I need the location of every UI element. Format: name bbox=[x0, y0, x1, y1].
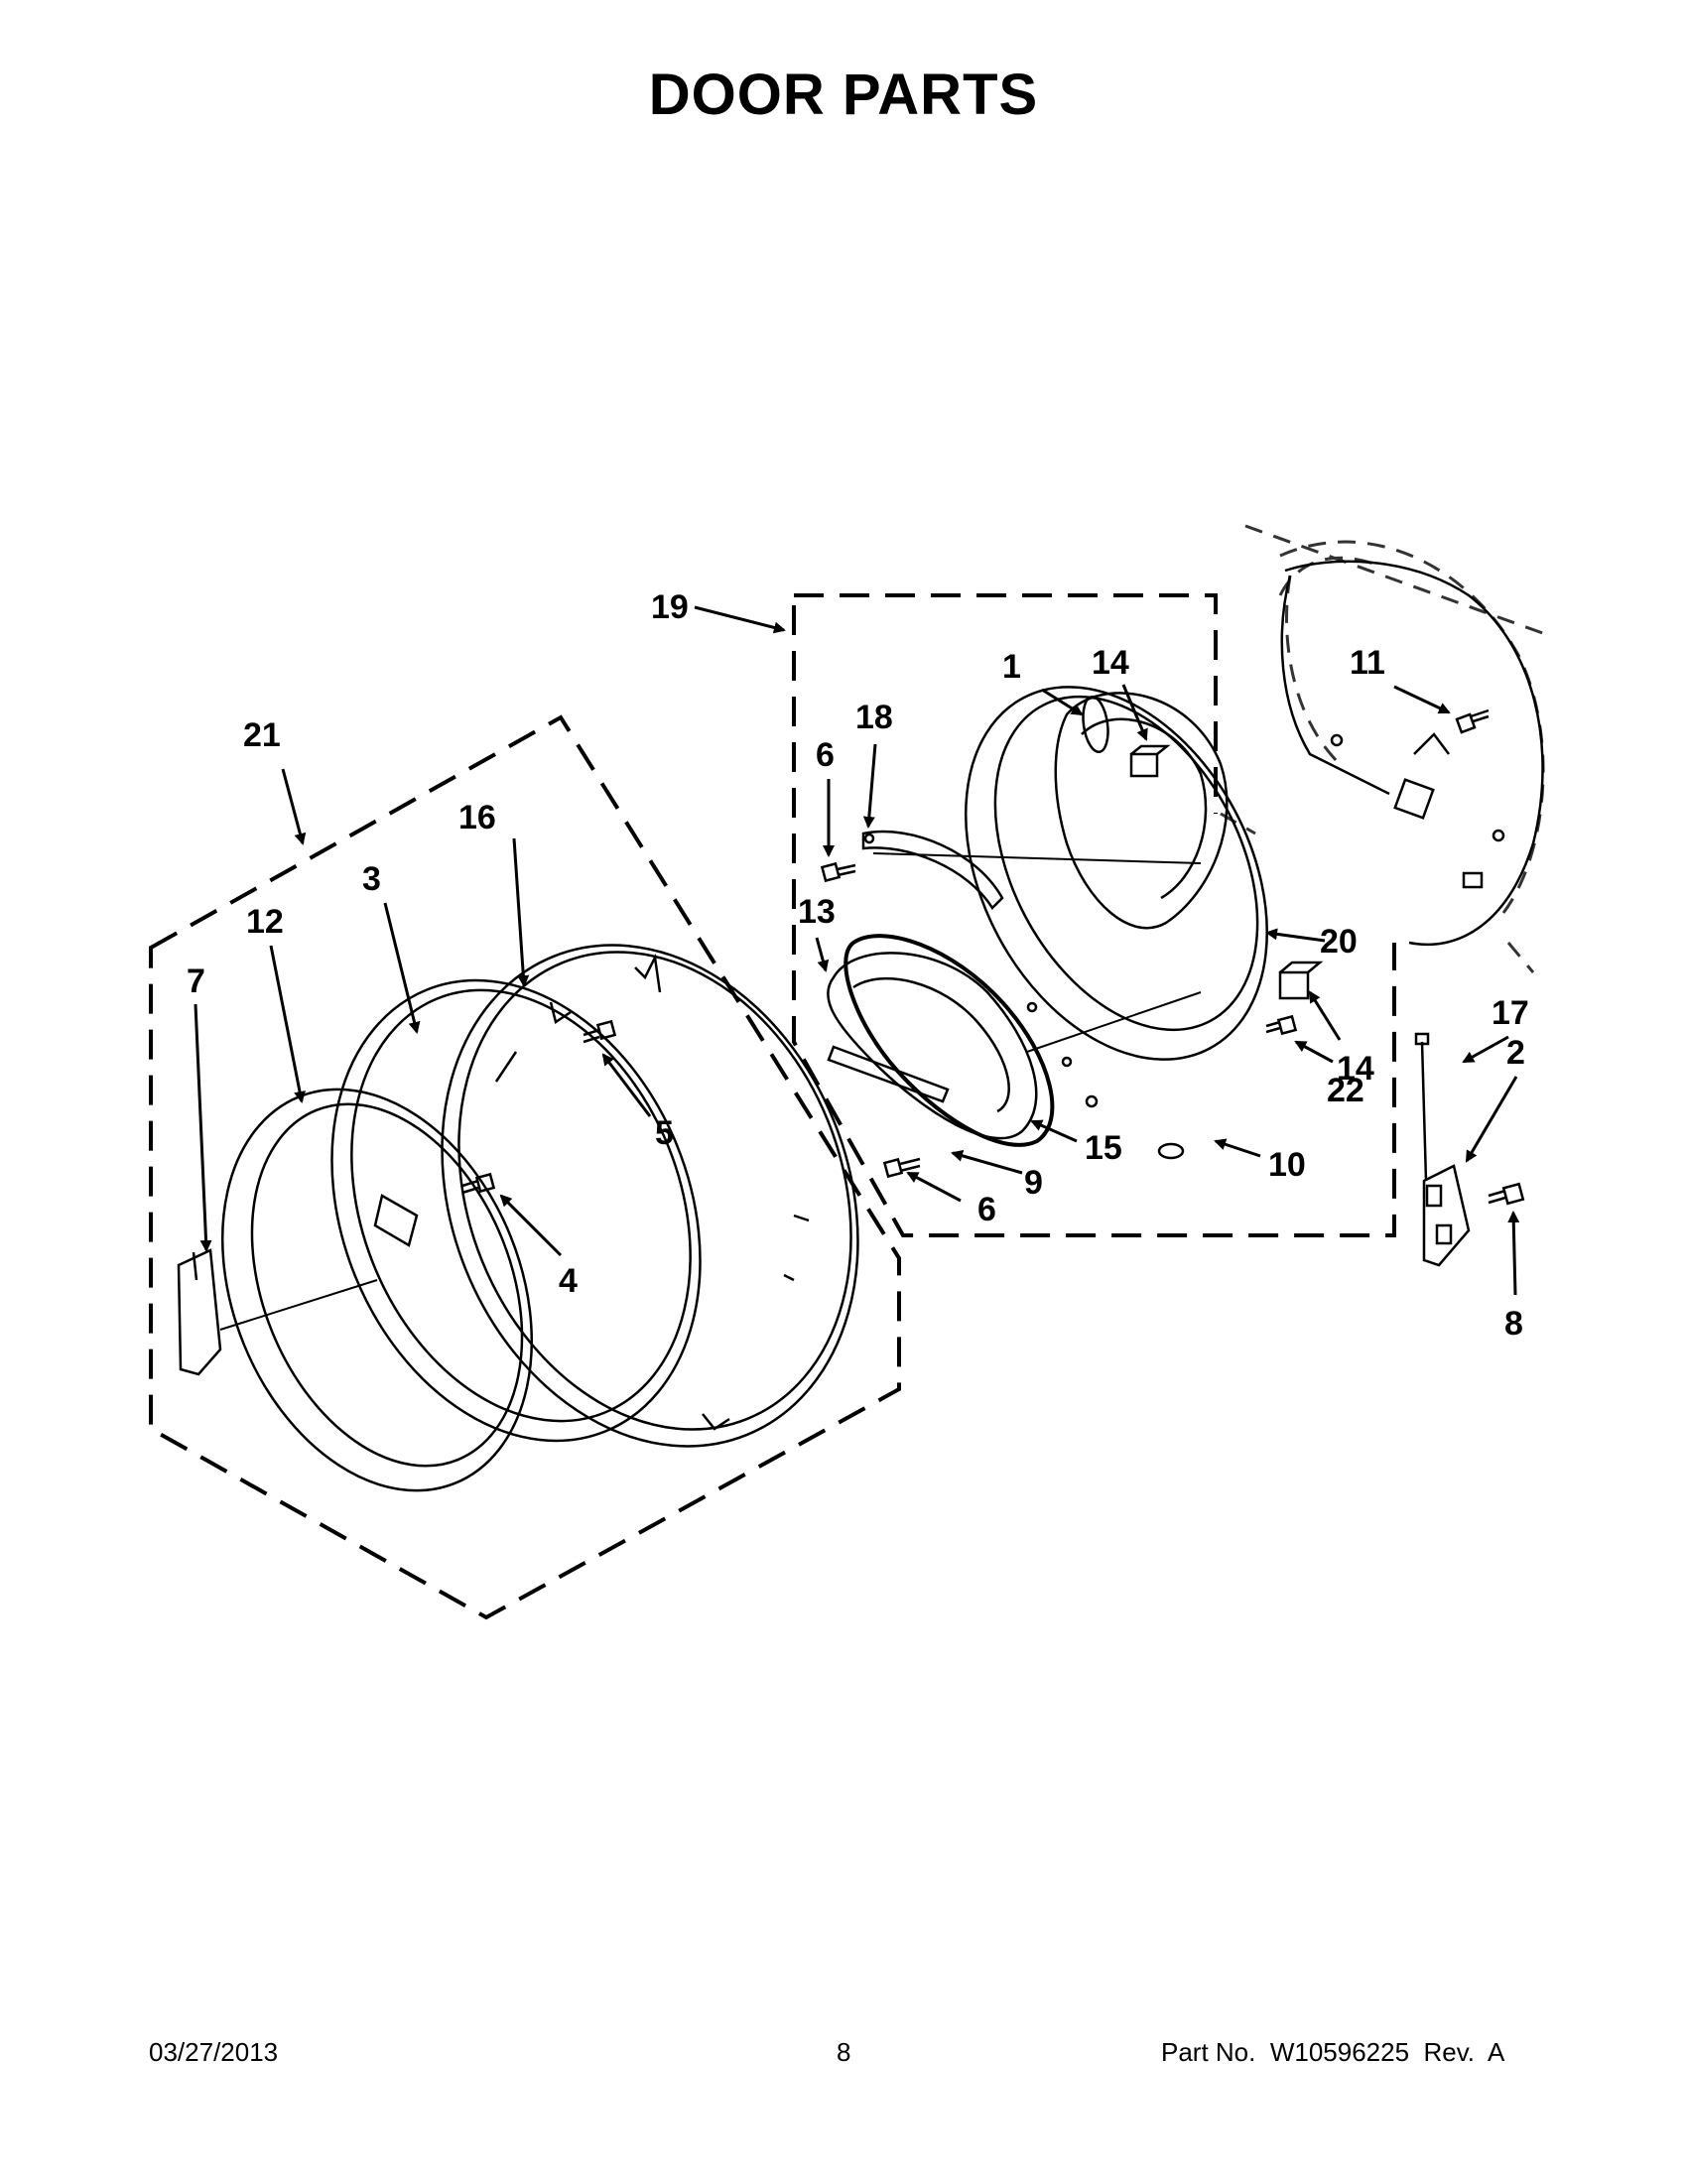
hinge-2-icon bbox=[1422, 1164, 1471, 1267]
footer-date: 03/27/2013 bbox=[149, 2037, 279, 2067]
callout-5: 5 bbox=[655, 1114, 674, 1152]
screw-6-lower-icon bbox=[882, 1157, 921, 1179]
callout-18: 18 bbox=[855, 699, 893, 736]
callout-2: 2 bbox=[1506, 1034, 1525, 1072]
callout-16: 16 bbox=[458, 799, 496, 836]
callout-6-upper: 6 bbox=[816, 736, 835, 774]
callout-14-lower: 14 bbox=[1337, 1050, 1374, 1088]
callout-13: 13 bbox=[798, 893, 836, 931]
screw-6-upper-icon bbox=[820, 861, 856, 883]
cabinet-phantom bbox=[1220, 524, 1549, 973]
screw-22-icon bbox=[1265, 1014, 1298, 1036]
callout-11: 11 bbox=[1350, 644, 1385, 682]
gasket-13 bbox=[844, 934, 1055, 1147]
assembly-21-boundary bbox=[149, 714, 901, 1620]
door-frame-3 bbox=[330, 978, 702, 1443]
assembly-19-boundary bbox=[792, 605, 1396, 1237]
callout-19: 19 bbox=[651, 588, 689, 626]
callout-10: 10 bbox=[1268, 1146, 1306, 1184]
door-glass-15 bbox=[827, 952, 1038, 1140]
gasket-ring-1 bbox=[1082, 695, 1109, 754]
trim-strip-9 bbox=[827, 1045, 950, 1103]
callout-20: 20 bbox=[1320, 923, 1358, 961]
hinge-pin-17-icon bbox=[1414, 1032, 1430, 1182]
assembly-centerlines bbox=[219, 852, 1202, 1331]
callout-arrows bbox=[194, 605, 1520, 1296]
callout-12: 12 bbox=[246, 903, 284, 941]
page-title: DOOR PARTS bbox=[648, 63, 1039, 127]
door-window-frame-12 bbox=[220, 1088, 534, 1492]
cabinet-front-panel bbox=[1280, 560, 1544, 947]
callout-3: 3 bbox=[362, 860, 381, 898]
callout-4: 4 bbox=[559, 1262, 578, 1300]
callout-22: 22 bbox=[1327, 1072, 1364, 1109]
callout-6-lower: 6 bbox=[977, 1191, 996, 1228]
screw-11-icon bbox=[1455, 708, 1490, 734]
inner-door-assembly-10 bbox=[965, 686, 1268, 1160]
callout-14-upper: 14 bbox=[1092, 644, 1129, 682]
outer-door-ring-16 bbox=[441, 944, 859, 1448]
footer-page-number: 8 bbox=[837, 2037, 851, 2067]
screw-5-icon bbox=[583, 1019, 617, 1044]
hinge-trim-18 bbox=[861, 830, 1004, 910]
clip-14-lower-icon bbox=[1278, 961, 1324, 1000]
callout-1: 1 bbox=[1002, 648, 1021, 686]
callout-9: 9 bbox=[1024, 1164, 1043, 1202]
screw-4-icon bbox=[461, 1172, 496, 1195]
callout-15: 15 bbox=[1085, 1129, 1122, 1167]
clip-14-upper-icon bbox=[1129, 744, 1171, 778]
footer-part-number: Part No. W10596225 Rev. A bbox=[1161, 2037, 1505, 2067]
assembly-19-boundary-top bbox=[794, 593, 1218, 814]
callout-8: 8 bbox=[1504, 1305, 1523, 1343]
callout-17: 17 bbox=[1492, 994, 1529, 1032]
callout-7: 7 bbox=[187, 963, 205, 1000]
screw-8-icon bbox=[1488, 1182, 1525, 1206]
callout-21: 21 bbox=[243, 716, 281, 754]
door-handle-7 bbox=[177, 1248, 222, 1376]
